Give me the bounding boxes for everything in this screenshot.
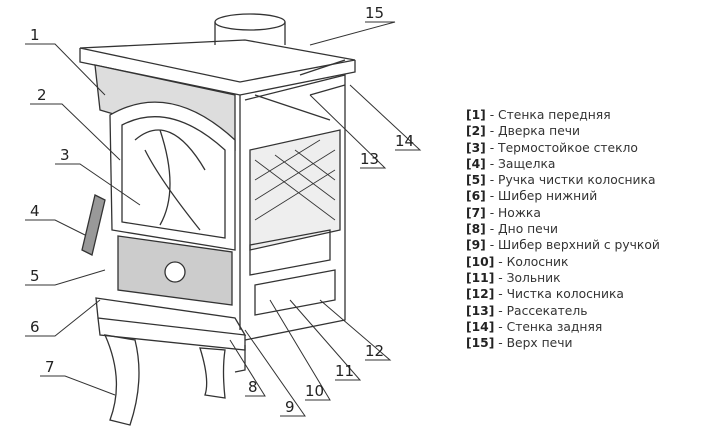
legend-item: [7] - Ножка — [466, 205, 660, 221]
callout-6: 6 — [30, 318, 40, 336]
legend-key: [11] — [466, 270, 495, 285]
callout-5: 5 — [30, 267, 40, 285]
legend-text: - Дно печи — [485, 222, 558, 237]
callout-13: 13 — [360, 150, 379, 168]
callout-numbers: 1 2 3 4 5 6 7 8 9 10 11 12 13 14 15 — [30, 4, 414, 416]
legend-text: - Колосник — [494, 254, 569, 269]
legend-key: [9] — [466, 238, 486, 253]
legend-key: [5] — [466, 173, 486, 188]
legend-text: - Стенка передняя — [485, 108, 611, 122]
callout-11: 11 — [335, 362, 354, 380]
legend-item: [10] - Колосник — [466, 254, 660, 270]
legend-key: [4] — [466, 156, 486, 171]
callout-14: 14 — [395, 132, 414, 150]
legend-text: - Верх печи — [494, 336, 573, 351]
legend-item: [4] - Защелка — [466, 156, 660, 172]
legend-key: [13] — [466, 303, 495, 318]
legend-item: [6] - Шибер нижний — [466, 188, 660, 204]
legend-key: [12] — [466, 287, 495, 302]
callout-8: 8 — [248, 378, 258, 396]
legend-text: - Термостойкое стекло — [485, 140, 638, 155]
legend-key: [15] — [466, 336, 495, 351]
callout-15: 15 — [365, 4, 384, 22]
legend-key: [2] — [466, 124, 486, 139]
callout-3: 3 — [60, 146, 70, 164]
legend-text: - Шибер нижний — [485, 189, 598, 204]
legend-item: [13] - Рассекатель — [466, 303, 660, 319]
callout-1: 1 — [30, 26, 40, 44]
leader-lines — [25, 21, 422, 417]
callout-7: 7 — [45, 358, 55, 376]
legend-text: - Стенка задняя — [494, 319, 603, 334]
callout-10: 10 — [305, 382, 324, 400]
legend-key: [3] — [466, 140, 486, 155]
legend-text: - Ручка чистки колосника — [485, 173, 656, 188]
legend-key: [10] — [466, 254, 495, 269]
legend-text: - Ножка — [485, 205, 541, 220]
legend-item: [3] - Термостойкое стекло — [466, 140, 660, 156]
legend-text: - Дверка печи — [485, 124, 581, 139]
legend-key: [8] — [466, 222, 486, 237]
legend-item: [2] - Дверка печи — [466, 123, 660, 139]
legend-item: [11] - Зольник — [466, 270, 660, 286]
callout-2: 2 — [37, 86, 47, 104]
parts-legend: [1] - Стенка передняя[2] - Дверка печи[3… — [466, 107, 660, 351]
legend-text: - Защелка — [485, 156, 556, 171]
legend-item: [8] - Дно печи — [466, 221, 660, 237]
legend-item: [15] - Верх печи — [466, 335, 660, 351]
legend-item: [5] - Ручка чистки колосника — [466, 172, 660, 188]
legend-item: [9] - Шибер верхний с ручкой — [466, 237, 660, 253]
legend-item: [12] - Чистка колосника — [466, 286, 660, 302]
callout-4: 4 — [30, 202, 40, 220]
legend-text: - Чистка колосника — [494, 287, 624, 302]
legend-item: [14] - Стенка задняя — [466, 319, 660, 335]
legend-text: - Рассекатель — [494, 303, 588, 318]
legend-key: [14] — [466, 319, 495, 334]
callout-9: 9 — [285, 398, 295, 416]
legend-item: [1] - Стенка передняя — [466, 107, 660, 123]
legend-key: [7] — [466, 205, 486, 220]
legend-text: - Шибер верхний с ручкой — [485, 238, 660, 253]
stove-drawing — [79, 13, 356, 426]
legend-key: [1] — [466, 108, 486, 122]
callout-12: 12 — [365, 342, 384, 360]
legend-key: [6] — [466, 189, 486, 204]
legend-text: - Зольник — [494, 270, 561, 285]
